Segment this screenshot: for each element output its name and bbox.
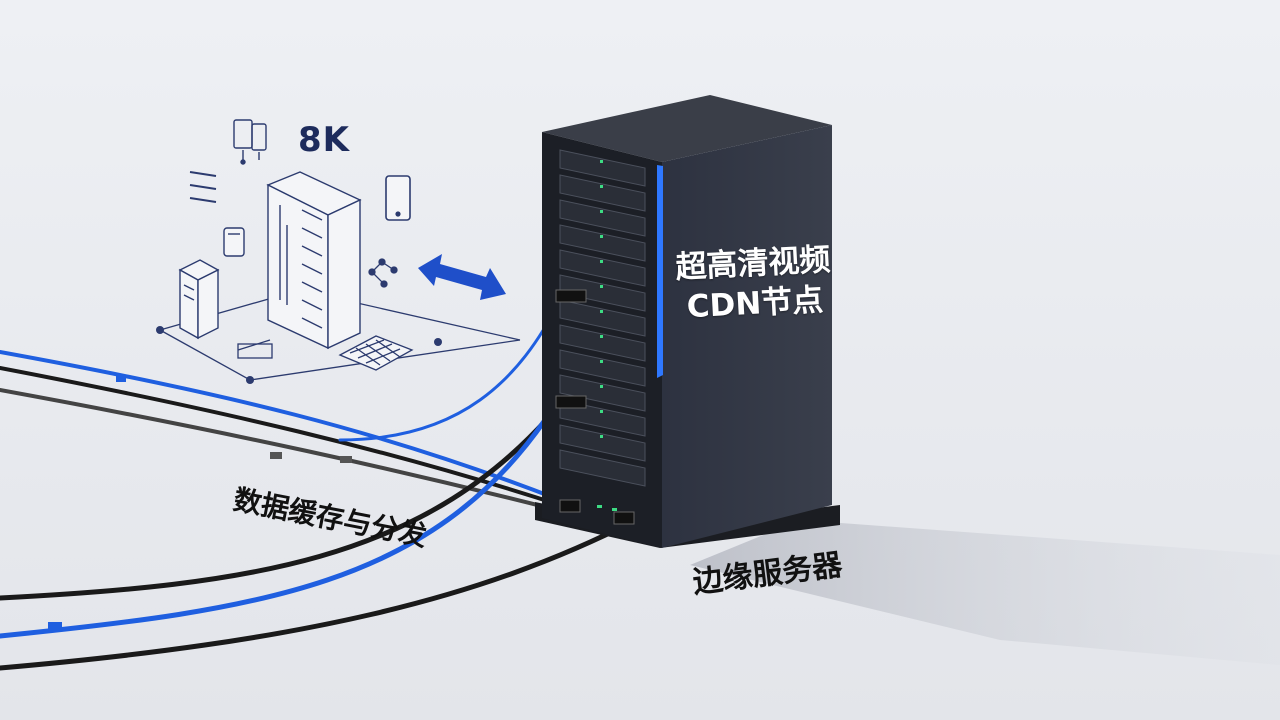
rack-connectors (555, 289, 635, 525)
resolution-label: 8K (298, 120, 351, 160)
keyboard-icon (338, 335, 414, 371)
rack-shadow (690, 520, 1280, 665)
network-nodes-icon (368, 258, 398, 288)
rack-top (542, 95, 832, 162)
rack-units (559, 149, 646, 487)
cdn-node-label: 超高清视频 CDN节点 (672, 240, 836, 328)
rack-status-leds (597, 160, 617, 511)
tablet-icon (385, 175, 411, 221)
rack-accent-strip (657, 165, 663, 378)
edge-server-rack (535, 95, 840, 548)
bidirectional-arrow-icon (418, 254, 506, 300)
cdn-node-label-line2: CDN节点 (685, 282, 825, 326)
smartwatch-icon (223, 227, 245, 257)
menu-lines-icon (189, 171, 217, 203)
server-tower-icon (178, 259, 220, 340)
sketch-server-cabinet (266, 171, 362, 350)
rack-side (662, 125, 832, 548)
devices-icon (233, 119, 267, 165)
